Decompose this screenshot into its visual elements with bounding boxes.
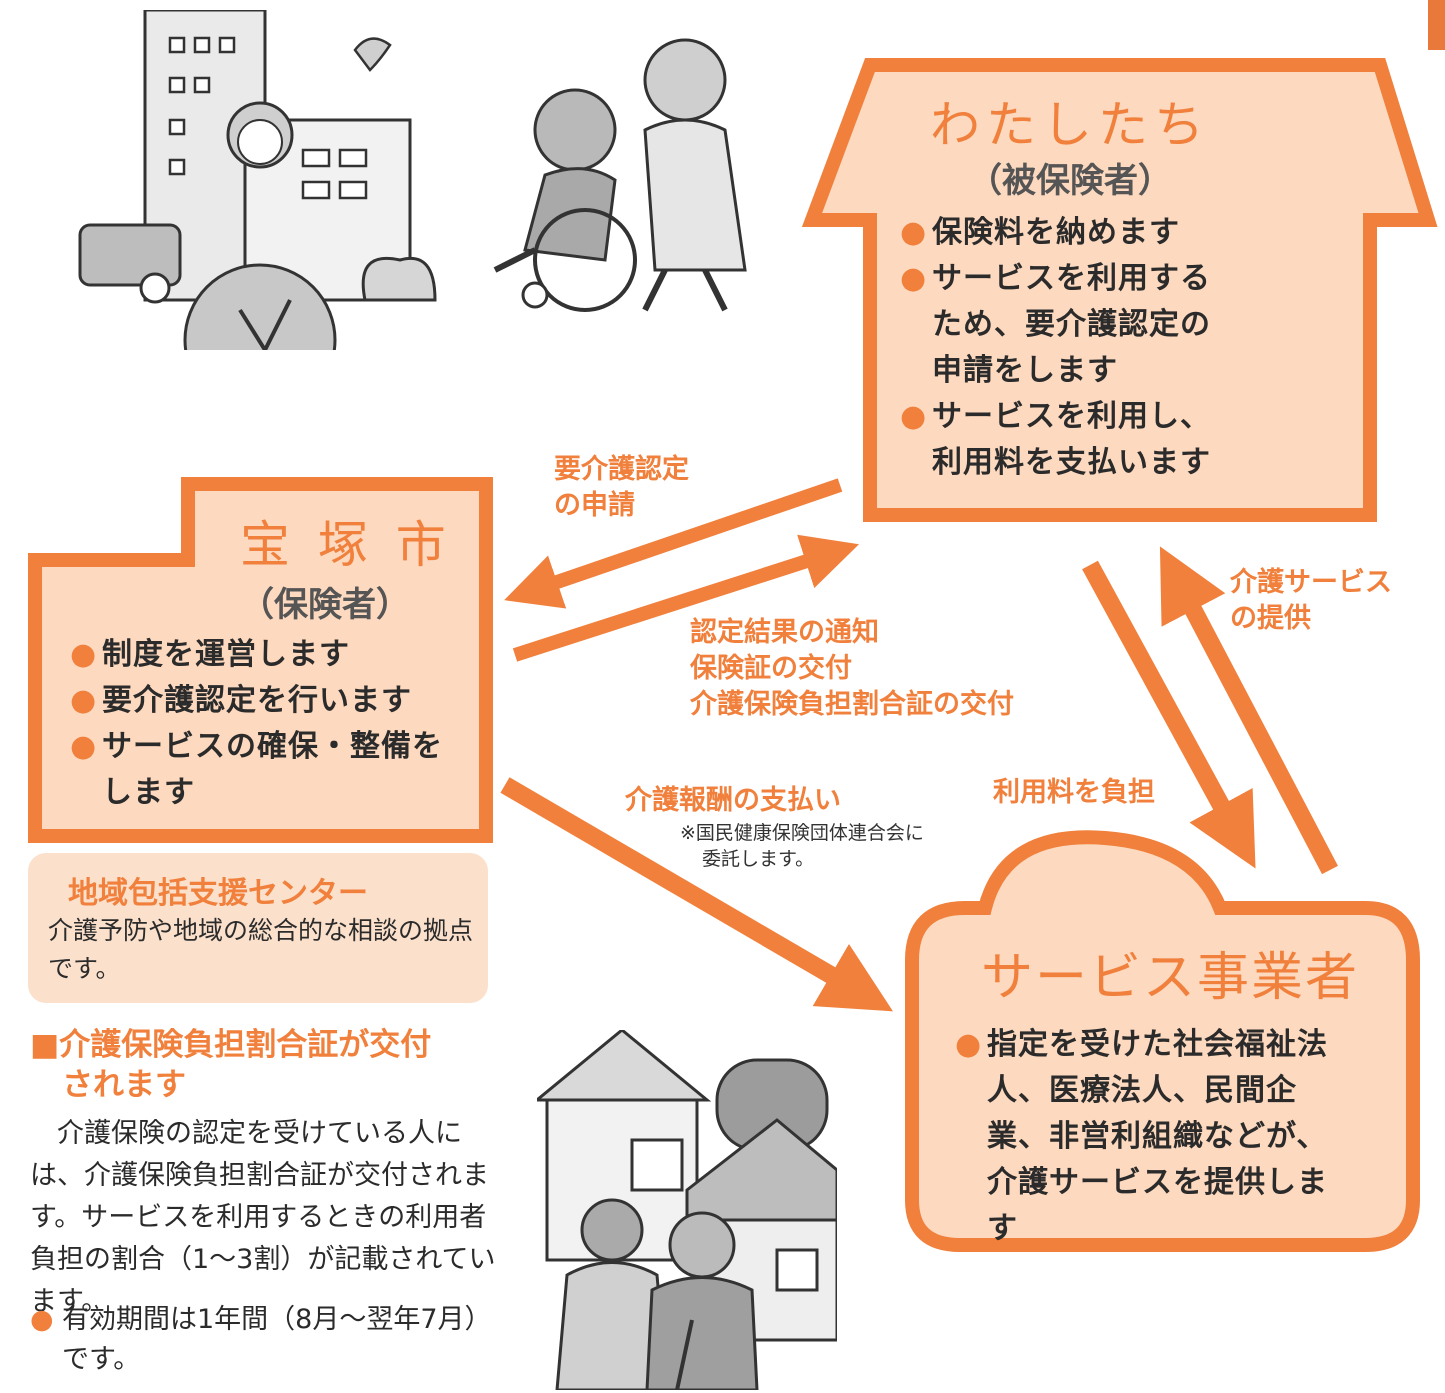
provider-item: 指定を受けた社会福祉法人、医療法人、民間企業、非営利組織などが、介護サービスを提… bbox=[955, 1022, 1355, 1252]
section-note: 有効期間は1年間（8月〜翌年7月）です。 bbox=[30, 1300, 500, 1380]
wataru-title: わたしたち bbox=[930, 96, 1210, 154]
city-item: 要介護認定を行います bbox=[70, 678, 460, 724]
label-apply-line: の申請 bbox=[554, 490, 635, 521]
label-apply-line: 要介護認定 bbox=[554, 454, 689, 485]
wheelchair-illustration bbox=[493, 38, 747, 312]
section-heading: ■介護保険負担割合証が交付 されます bbox=[30, 1025, 510, 1105]
city-building-illustration bbox=[78, 10, 437, 350]
label-notify-line: 認定結果の通知 bbox=[690, 617, 879, 648]
wataru-box: わたしたち （被保険者） 保険料を納めます サービスを利用するため、要介護認定の… bbox=[880, 85, 1320, 486]
city-subtitle: （保険者） bbox=[240, 585, 410, 625]
payment-note-line: ※国民健康保険団体連合会に bbox=[680, 822, 924, 844]
label-payment-note: ※国民健康保険団体連合会に 委託します。 bbox=[680, 820, 924, 872]
wataru-list: 保険料を納めます サービスを利用するため、要介護認定の申請をします サービスを利… bbox=[900, 210, 1230, 486]
label-apply: 要介護認定 の申請 bbox=[554, 452, 689, 524]
wataru-subtitle: （被保険者） bbox=[968, 161, 1172, 201]
city-title: 宝 塚 市 bbox=[240, 516, 452, 574]
label-notify-line: 保険証の交付 bbox=[690, 653, 852, 684]
support-center-title: 地域包括支援センター bbox=[68, 876, 368, 911]
label-notify-line: 介護保険負担割合証の交付 bbox=[690, 689, 1014, 720]
payment-note-line: 委託します。 bbox=[702, 848, 815, 870]
wataru-item: サービスを利用するため、要介護認定の申請をします bbox=[900, 256, 1230, 394]
arrow-apply bbox=[504, 478, 843, 609]
provider-title: サービス事業者 bbox=[980, 948, 1359, 1008]
wataru-item: サービスを利用し、利用料を支払います bbox=[900, 394, 1230, 486]
city-item: サービスの確保・整備をします bbox=[70, 724, 460, 816]
section-heading-line1: ■介護保険負担割合証が交付 bbox=[30, 1027, 432, 1063]
label-service-line: の提供 bbox=[1230, 603, 1311, 634]
label-payment: 介護報酬の支払い bbox=[625, 785, 841, 816]
section-heading-line2: されます bbox=[62, 1067, 186, 1103]
label-notify: 認定結果の通知 保険証の交付 介護保険負担割合証の交付 bbox=[690, 615, 1014, 723]
arrow-fee bbox=[1082, 560, 1256, 869]
arrow-service bbox=[1159, 546, 1338, 875]
support-center-desc: 介護予防や地域の総合的な相談の拠点です。 bbox=[48, 916, 474, 983]
label-service: 介護サービス の提供 bbox=[1230, 565, 1392, 637]
city-item: 制度を運営します bbox=[70, 632, 460, 678]
page-tab bbox=[1428, 0, 1445, 50]
label-service-line: 介護サービス bbox=[1230, 567, 1392, 598]
neighborhood-illustration bbox=[537, 1030, 837, 1390]
provider-list: 指定を受けた社会福祉法人、医療法人、民間企業、非営利組織などが、介護サービスを提… bbox=[955, 1022, 1355, 1252]
label-fee: 利用料を負担 bbox=[993, 777, 1155, 808]
section-note-list: 有効期間は1年間（8月〜翌年7月）です。 bbox=[30, 1300, 500, 1380]
city-box: 宝 塚 市 （保険者） 制度を運営します 要介護認定を行います サービスの確保・… bbox=[70, 505, 490, 816]
wataru-item: 保険料を納めます bbox=[900, 210, 1230, 256]
arrow-payment bbox=[500, 777, 893, 1012]
support-center-panel bbox=[28, 853, 488, 1003]
provider-box: サービス事業者 指定を受けた社会福祉法人、医療法人、民間企業、非営利組織などが、… bbox=[955, 935, 1385, 1252]
city-list: 制度を運営します 要介護認定を行います サービスの確保・整備をします bbox=[70, 632, 460, 816]
arrow-notify bbox=[512, 534, 859, 662]
section-body: 介護保険の認定を受けている人には、介護保険負担割合証が交付されます。サービスを利… bbox=[30, 1118, 496, 1317]
